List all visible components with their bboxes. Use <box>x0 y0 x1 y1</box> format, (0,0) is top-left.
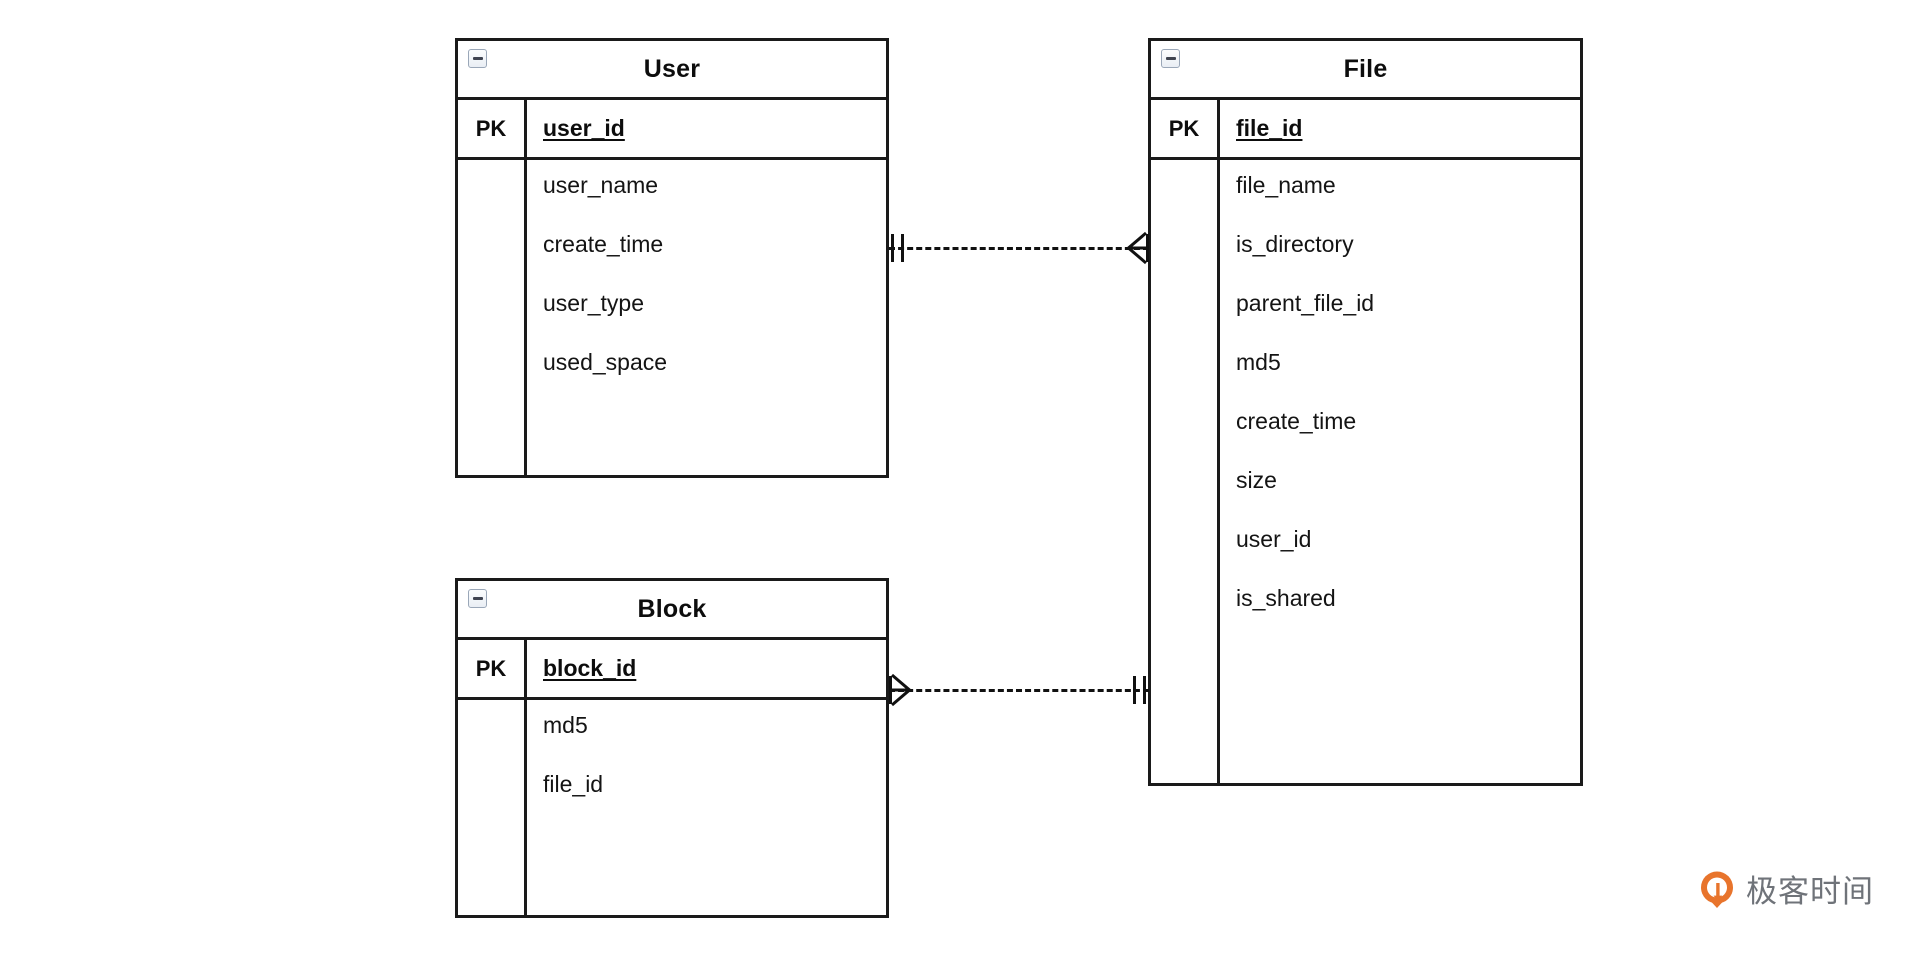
relationship-line-dashed <box>889 247 1149 250</box>
cardinality-many-marker <box>889 673 911 707</box>
pk-field-cell-file: file_id <box>1220 100 1580 157</box>
tick-mark <box>1146 234 1149 262</box>
entity-header-user: User <box>458 41 886 100</box>
tick-mark <box>901 234 904 262</box>
attribute-row[interactable]: user_name <box>543 172 659 198</box>
attribute-row[interactable]: file_id <box>543 771 604 797</box>
primary-key-row-user[interactable]: PK user_id <box>458 100 886 160</box>
tick-mark <box>891 234 894 262</box>
attribute-row[interactable]: create_time <box>543 231 664 257</box>
pk-label-file: PK <box>1151 100 1220 157</box>
minus-glyph <box>1165 57 1176 60</box>
tick-mark <box>1143 676 1146 704</box>
attribute-list-block: md5 file_id <box>527 700 886 915</box>
attribute-row[interactable]: md5 <box>1236 349 1281 375</box>
entity-table-file[interactable]: File PK file_id file_name is_directory p… <box>1148 38 1583 786</box>
tick-mark <box>889 676 892 704</box>
pk-field-user: user_id <box>543 115 625 141</box>
entity-title-block: Block <box>637 594 707 623</box>
attribute-row[interactable]: create_time <box>1236 408 1357 434</box>
cardinality-one-marker <box>889 234 907 262</box>
collapse-minus-icon[interactable] <box>468 589 487 608</box>
attribute-gutter-file <box>1151 160 1220 783</box>
relationship-line-dashed <box>889 689 1149 692</box>
attribute-row[interactable]: size <box>1236 467 1277 493</box>
cardinality-many-marker <box>1127 231 1149 265</box>
primary-key-row-file[interactable]: PK file_id <box>1151 100 1580 160</box>
watermark-text: 极客时间 <box>1746 874 1874 910</box>
attribute-gutter-block <box>458 700 527 915</box>
relationship-block-file[interactable] <box>889 670 1149 710</box>
entity-title-user: User <box>643 54 701 83</box>
crow-foot-icon <box>1127 231 1147 265</box>
minus-glyph <box>472 597 483 600</box>
tick-mark <box>1133 676 1136 704</box>
pk-field-file: file_id <box>1236 115 1303 141</box>
attribute-row[interactable]: user_id <box>1236 526 1312 552</box>
attribute-row[interactable]: is_directory <box>1236 231 1354 257</box>
crow-foot-icon <box>891 673 911 707</box>
attribute-body-block: md5 file_id <box>458 700 886 915</box>
attribute-list-file: file_name is_directory parent_file_id md… <box>1220 160 1580 783</box>
attribute-row[interactable]: user_type <box>543 290 645 316</box>
attribute-body-user: user_name create_time user_type used_spa… <box>458 160 886 475</box>
collapse-minus-icon[interactable] <box>1161 49 1180 68</box>
pk-label-block: PK <box>458 640 527 697</box>
minus-glyph <box>472 57 483 60</box>
entity-header-file: File <box>1151 41 1580 100</box>
cardinality-one-marker <box>1131 676 1149 704</box>
collapse-minus-icon[interactable] <box>468 49 487 68</box>
watermark: 极客时间 <box>1697 866 1874 911</box>
attribute-list-user: user_name create_time user_type used_spa… <box>527 160 886 475</box>
entity-table-user[interactable]: User PK user_id user_name create_time us… <box>455 38 889 478</box>
relationship-user-file[interactable] <box>889 228 1149 268</box>
pk-label-user: PK <box>458 100 527 157</box>
attribute-row[interactable]: file_name <box>1236 172 1336 198</box>
attribute-gutter-user <box>458 160 527 475</box>
entity-title-file: File <box>1343 54 1388 83</box>
primary-key-row-block[interactable]: PK block_id <box>458 640 886 700</box>
entity-header-block: Block <box>458 581 886 640</box>
pk-field-cell-block: block_id <box>527 640 886 697</box>
attribute-row[interactable]: used_space <box>543 349 668 375</box>
attribute-body-file: file_name is_directory parent_file_id md… <box>1151 160 1580 783</box>
attribute-row[interactable]: is_shared <box>1236 585 1336 611</box>
pk-field-cell-user: user_id <box>527 100 886 157</box>
entity-table-block[interactable]: Block PK block_id md5 file_id <box>455 578 889 918</box>
attribute-row[interactable]: md5 <box>543 712 588 738</box>
attribute-row[interactable]: parent_file_id <box>1236 290 1375 316</box>
pk-field-block: block_id <box>543 655 637 681</box>
geektime-logo-icon <box>1701 871 1733 908</box>
